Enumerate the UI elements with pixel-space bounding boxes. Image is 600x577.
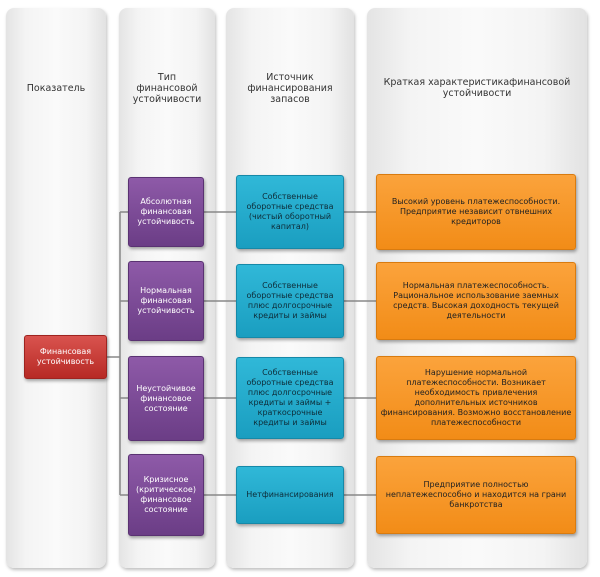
header-type: Тип финансовой устойчивости [132, 71, 202, 105]
header-source: Источник финансирования запасов [247, 71, 333, 105]
characteristic-node-4: Предприятие полностью неплатежеспособно … [376, 456, 576, 534]
source-node-1: Собственные оборотные средства (чистый о… [236, 175, 344, 249]
type-node-1: Абсолютная финансовая устойчивость [128, 177, 204, 247]
source-node-4: Нетфинансирования [236, 466, 344, 524]
column-indicator [6, 8, 106, 568]
source-node-2: Собственные оборотные средства плюс долг… [236, 264, 344, 338]
root-node: Финансовая устойчивость [24, 335, 107, 379]
type-node-3: Неустойчивое финансовое состояние [128, 356, 204, 441]
characteristic-node-3: Нарушение нормальной платежеспособности.… [376, 356, 576, 440]
characteristic-node-1: Высокий уровень платежеспособности. Пред… [376, 174, 576, 250]
header-characteristic: Краткая характеристикафинансовой устойчи… [383, 77, 571, 99]
type-node-2: Нормальная финансовая устойчивость [128, 261, 204, 341]
header-indicator: Показатель [26, 82, 86, 94]
characteristic-node-2: Нормальная платежеспособность. Рациональ… [376, 262, 576, 340]
source-node-3: Собственные оборотные средства плюс долг… [236, 357, 344, 439]
type-node-4: Кризисное (критическое) финансовое состо… [128, 454, 204, 536]
